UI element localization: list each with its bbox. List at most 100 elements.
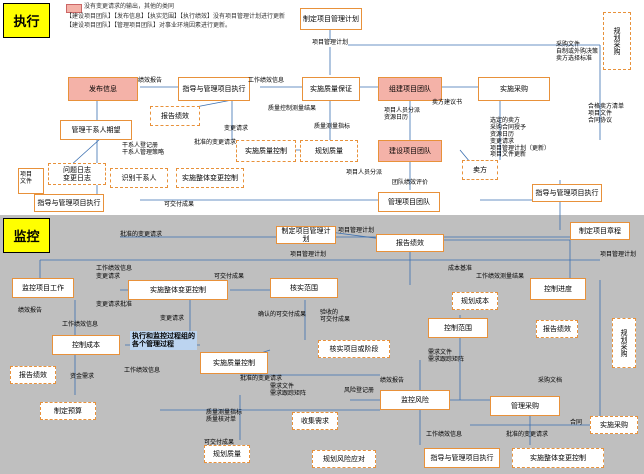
box-direct-manage-exec-3[interactable]: 指导与管理项目执行 xyxy=(532,184,602,202)
box-direct-manage-exec-mon[interactable]: 指导与管理项目执行 xyxy=(424,448,500,468)
process-group-note-line-1: 执行和监控过程组的 xyxy=(132,332,195,340)
execution-title: 执行 xyxy=(3,3,50,38)
project-docs-icon xyxy=(18,168,44,194)
box-administer-procurements[interactable]: 管理采购 xyxy=(490,396,560,416)
box-plan-quality-mon[interactable]: 规划质量 xyxy=(204,445,250,463)
box-control-cost[interactable]: 控制成本 xyxy=(52,335,120,355)
note-approved-changes-mon-2: 批准的变更请求 xyxy=(240,375,283,382)
box-perform-qa[interactable]: 实施质量保证 xyxy=(302,77,360,101)
note-work-perf-info-mon: 工作绩效信息 xyxy=(96,265,133,272)
note-change-approval: 变更请求批准 xyxy=(96,301,133,308)
box-distribute-info[interactable]: 发布信息 xyxy=(68,77,138,101)
box-plan-risk-responses[interactable]: 规划风险应对 xyxy=(312,450,376,468)
note-contract: 合同 xyxy=(570,419,583,426)
box-develop-pm-plan-mon[interactable]: 制定项目管理计划 xyxy=(276,226,336,244)
note-work-perf-info-mon-3: 工作绩效信息 xyxy=(124,367,161,374)
note-procurement-docs: 采购文件 自制或外购决策 卖方选择标准 xyxy=(556,41,599,62)
note-req-docs: 需求文件 需求跟踪矩阵 xyxy=(428,349,465,363)
note-funding-reqs: 资金需求 xyxy=(70,373,95,380)
box-collect-requirements[interactable]: 收集需求 xyxy=(292,412,338,430)
note-cost-baseline: 成本基准 xyxy=(448,265,473,272)
box-plan-cost[interactable]: 规划成本 xyxy=(452,292,498,310)
legend-swatch xyxy=(66,4,82,13)
box-report-performance-mon-3[interactable]: 报告绩效 xyxy=(10,366,56,384)
box-perform-qc-mon[interactable]: 实施质量控制 xyxy=(200,352,268,374)
note-approved-changes: 批准的变更请求 xyxy=(194,139,237,146)
note-procurement-docs-mon: 采购文档 xyxy=(538,377,563,384)
note-req-docs-2: 需求文件 需求跟踪矩阵 xyxy=(270,383,307,397)
box-direct-manage-exec[interactable]: 指导与管理项目执行 xyxy=(178,77,250,101)
box-seller[interactable]: 卖方 xyxy=(462,160,498,180)
note-pm-plan-mon-3: 项目管理计划 xyxy=(600,251,637,258)
note-change-request-mon-2: 变更请求 xyxy=(160,315,185,322)
note-quality-checklist: 质量测量指标 质量核对单 xyxy=(206,409,243,423)
note-conduct-proc-outputs: 选定的卖方 采购合同授予 资源日历 变更请求 项目管理计划（更新） 项目文件更新 xyxy=(490,117,551,159)
note-accepted-deliverables: 验收的 可交付成果 xyxy=(320,309,351,323)
box-develop-pm-plan[interactable]: 制定项目管理计划 xyxy=(300,8,362,30)
box-integrated-change-exec[interactable]: 实施整体变更控制 xyxy=(176,168,244,188)
box-determine-budget[interactable]: 制定预算 xyxy=(40,402,96,420)
box-manage-stakeholders[interactable]: 管理干系人期望 xyxy=(60,120,132,140)
legend-line-2: 【建设项目团队】【发布信息】【执实范围】【执行绩效】没有项目管理计划进行更新 xyxy=(66,13,286,20)
box-monitor-risks[interactable]: 监控风险 xyxy=(380,390,450,410)
note-risk-register: 风险登记册 xyxy=(344,387,375,394)
box-monitor-control-work[interactable]: 监控项目工作 xyxy=(12,278,74,298)
note-work-perf-info-mon-2: 工作绩效信息 xyxy=(62,321,99,328)
box-control-schedule[interactable]: 控制进度 xyxy=(530,278,586,300)
note-performance-report-mon: 绩效报告 xyxy=(18,307,43,314)
note-work-perf-info-mon-4: 工作绩效信息 xyxy=(426,431,463,438)
note-approved-changes-mon: 批准的变更请求 xyxy=(120,231,163,238)
note-performance-report: 绩效报告 xyxy=(138,77,163,84)
box-develop-charter[interactable]: 制定项目章程 xyxy=(570,222,630,240)
box-develop-team[interactable]: 建设项目团队 xyxy=(378,140,442,162)
box-perform-qc-exec[interactable]: 实施质量控制 xyxy=(236,140,296,162)
box-report-performance-mon-2[interactable]: 报告绩效 xyxy=(536,320,578,338)
note-deliverables-mon-2: 可交付成果 xyxy=(204,439,235,446)
box-verify-scope[interactable]: 核实范围 xyxy=(270,278,338,298)
box-verify-project-phase[interactable]: 核实项目或阶段 xyxy=(318,340,390,358)
box-integrated-change-mon-2[interactable]: 实施整体变更控制 xyxy=(512,448,604,468)
execution-band xyxy=(0,0,644,217)
note-deliverables-mon: 可交付成果 xyxy=(214,273,245,280)
note-work-perf-info: 工作绩效信息 xyxy=(248,77,285,84)
box-control-scope[interactable]: 控制范围 xyxy=(428,318,488,338)
box-issue-log[interactable]: 问题日志 变更日志 xyxy=(48,163,106,185)
box-direct-manage-exec-2[interactable]: 指导与管理项目执行 xyxy=(34,194,104,212)
project-docs-label: 项目 文件 xyxy=(20,171,33,185)
note-qualified-sellers: 合格卖方清单 项目文件 合同协议 xyxy=(588,103,625,124)
monitoring-title: 监控 xyxy=(3,218,50,253)
note-stakeholder-register: 干系人登记册 干系人管理策略 xyxy=(122,142,165,156)
note-change-request: 变更请求 xyxy=(224,125,249,132)
note-change-request-mon: 变更请求 xyxy=(96,273,121,280)
legend-line-3: 【建设项目团队】【管理项目团队】对事业环境因素进行更新。 xyxy=(66,22,232,29)
box-manage-team[interactable]: 管理项目团队 xyxy=(378,192,440,212)
box-plan-procurement-exec[interactable]: 规划采购 xyxy=(603,12,631,70)
box-plan-procurement-mon[interactable]: 规划采购 xyxy=(612,318,636,368)
note-pm-plan: 项目管理计划 xyxy=(312,39,349,47)
legend-line-1: 没有变更请求的输出，其他的类同 xyxy=(84,3,175,10)
note-team-perf-eval: 团队绩效评价 xyxy=(392,179,429,186)
note-quality-metrics: 质量测量指标 xyxy=(314,123,351,130)
note-performance-report-mon-2: 绩效报告 xyxy=(380,377,405,384)
note-staff-assignments: 项目人员分派 资源日历 xyxy=(384,107,421,121)
box-plan-quality-exec[interactable]: 规划质量 xyxy=(300,140,358,162)
box-integrated-change-mon[interactable]: 实施整体变更控制 xyxy=(128,280,228,300)
note-validated-deliverables: 确认的可交付成果 xyxy=(258,311,307,318)
note-pm-plan-mon: 项目管理计划 xyxy=(338,227,375,234)
note-work-perf-measure: 工作绩效测量结果 xyxy=(476,273,525,280)
box-report-performance-mon[interactable]: 报告绩效 xyxy=(376,234,444,252)
note-deliverables: 可交付成果 xyxy=(164,201,195,209)
note-staff-assignments-2: 项目人员分派 xyxy=(346,169,383,176)
box-conduct-procurements-mon[interactable]: 实施采购 xyxy=(590,416,638,434)
note-seller-proposals: 卖方建议书 xyxy=(432,99,463,106)
box-conduct-procurements[interactable]: 实施采购 xyxy=(478,77,550,101)
note-approved-changes-mon-3: 批准的变更请求 xyxy=(506,431,549,438)
note-qc-measurements: 质量控制测量结果 xyxy=(268,105,317,112)
box-identify-stakeholders[interactable]: 识别干系人 xyxy=(110,168,168,188)
process-group-note: 执行和监控过程组的 各个管理过程 xyxy=(130,331,197,350)
box-acquire-team[interactable]: 组建项目团队 xyxy=(378,77,442,101)
process-group-note-line-2: 各个管理过程 xyxy=(132,340,174,349)
note-pm-plan-mon-2: 项目管理计划 xyxy=(290,251,327,258)
box-report-performance-exec[interactable]: 报告绩效 xyxy=(150,106,200,126)
